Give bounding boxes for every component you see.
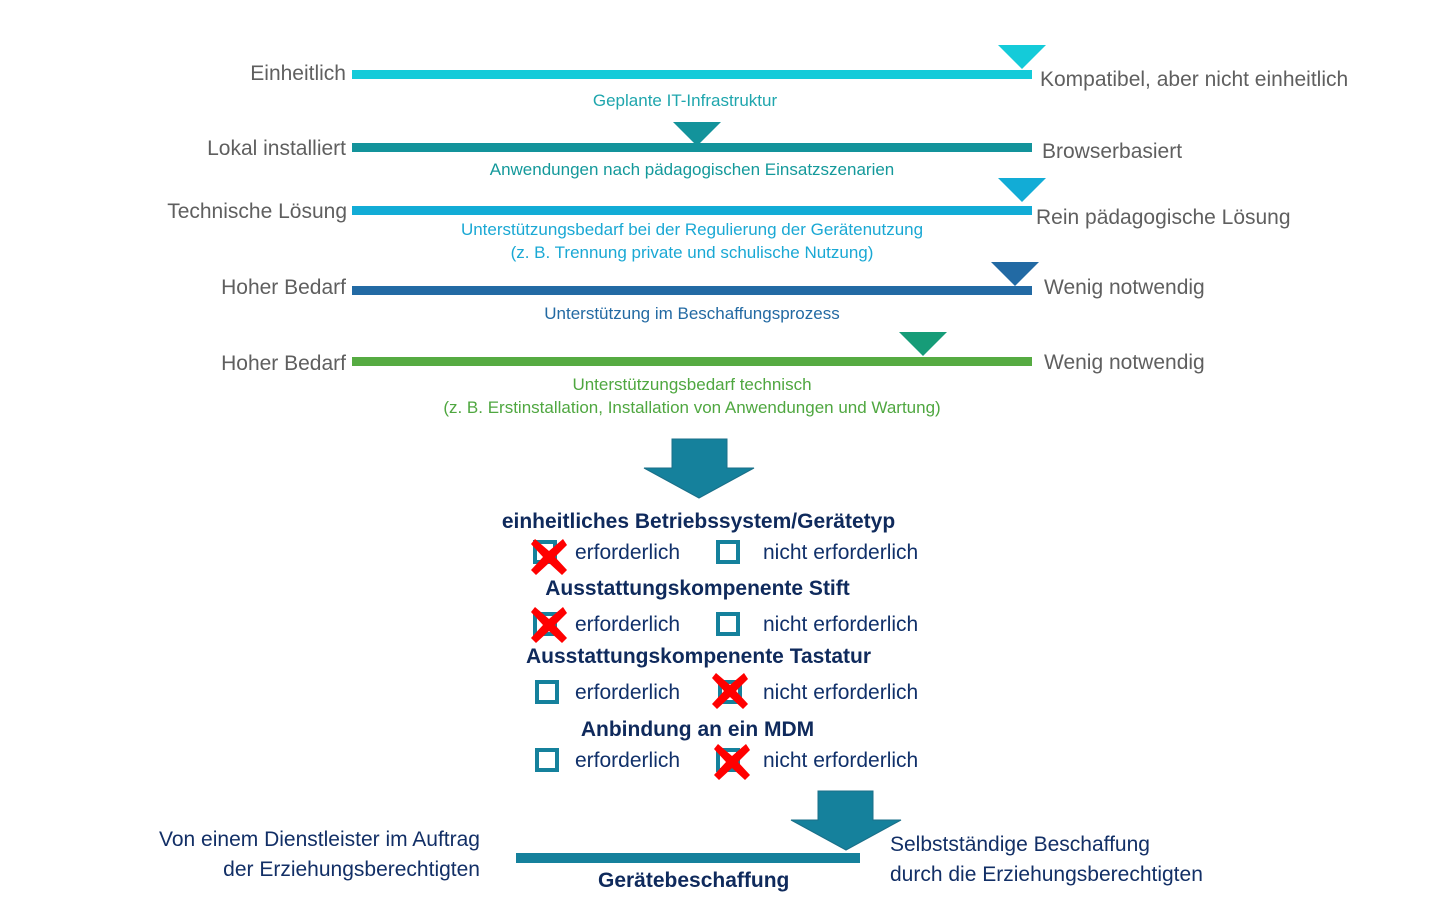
scale-left-label: Lokal installiert: [207, 137, 346, 160]
scale-marker-triangle: [899, 332, 947, 356]
option-required-label: erforderlich: [575, 681, 681, 704]
decision-title: Ausstattungskompenente Stift: [545, 577, 850, 600]
scale-right-label: Browserbasiert: [1042, 140, 1183, 163]
scale-right-label: Kompatibel, aber nicht einheitlich: [1040, 68, 1349, 91]
scale-bar: [352, 286, 1032, 295]
scale-left-label: Hoher Bedarf: [221, 352, 346, 375]
procurement-left-line: der Erziehungsberechtigten: [223, 858, 480, 881]
scale-left-label: Einheitlich: [250, 62, 346, 85]
scale-bar: [352, 206, 1032, 215]
procurement-right-line: Selbstständige Beschaffung: [890, 833, 1150, 856]
scale-marker-triangle: [673, 122, 721, 146]
scale-marker-triangle: [998, 45, 1046, 69]
down-arrow-icon: [643, 438, 755, 499]
scale-caption: Anwendungen nach pädagogischen Einsatzsz…: [352, 158, 1032, 181]
option-not-required-label: nicht erforderlich: [763, 613, 919, 636]
scale-bar: [352, 357, 1032, 366]
scale-marker-triangle: [998, 178, 1046, 202]
scale-caption: Unterstützung im Beschaffungsprozess: [352, 302, 1032, 325]
option-not-required-label: nicht erforderlich: [763, 749, 919, 772]
procurement-left-label: Von einem Dienstleister im Auftrag der E…: [159, 825, 480, 885]
scale-caption-line: Unterstützungsbedarf technisch: [572, 375, 812, 394]
scale-bar: [352, 143, 1032, 152]
procurement-right-label: Selbstständige Beschaffung durch die Erz…: [890, 830, 1203, 890]
option-required-label: erforderlich: [575, 541, 681, 564]
scale-caption-line: (z. B. Trennung private und schulische N…: [510, 243, 874, 262]
scale-left-label: Technische Lösung: [167, 200, 347, 223]
scale-marker-triangle: [991, 262, 1039, 286]
decision-title: Anbindung an ein MDM: [580, 718, 815, 741]
scale-bar: [352, 70, 1032, 79]
cross-mark-icon: [712, 673, 748, 709]
scale-caption: Unterstützungsbedarf bei der Regulierung…: [352, 218, 1032, 264]
scale-caption-line: Geplante IT-Infrastruktur: [592, 91, 778, 110]
scale-caption: Unterstützungsbedarf technisch (z. B. Er…: [352, 373, 1032, 419]
checkbox-not-required[interactable]: [716, 540, 740, 564]
scale-right-label: Wenig notwendig: [1044, 276, 1205, 299]
option-required-label: erforderlich: [575, 749, 681, 772]
checkbox-required[interactable]: [535, 748, 559, 772]
procurement-caption: Gerätebeschaffung: [598, 869, 790, 892]
option-required-label: erforderlich: [575, 613, 681, 636]
scale-caption-line: Anwendungen nach pädagogischen Einsatzsz…: [489, 160, 895, 179]
checkbox-required[interactable]: [535, 680, 559, 704]
scale-right-label: Wenig notwendig: [1044, 351, 1205, 374]
decision-title: einheitliches Betriebssystem/Gerätetyp: [501, 510, 896, 533]
cross-mark-icon: [531, 607, 567, 643]
option-not-required-label: nicht erforderlich: [763, 541, 919, 564]
scale-caption-line: Unterstützung im Beschaffungsprozess: [544, 304, 840, 323]
scale-left-label: Hoher Bedarf: [221, 276, 346, 299]
checkbox-not-required[interactable]: [716, 612, 740, 636]
procurement-left-line: Von einem Dienstleister im Auftrag: [159, 828, 480, 851]
cross-mark-icon: [714, 744, 750, 780]
option-not-required-label: nicht erforderlich: [763, 681, 919, 704]
scale-caption-line: Unterstützungsbedarf bei der Regulierung…: [460, 220, 924, 239]
scale-right-label: Rein pädagogische Lösung: [1036, 206, 1291, 229]
cross-mark-icon: [531, 539, 567, 575]
scale-caption-line: (z. B. Erstinstallation, Installation vo…: [443, 398, 941, 417]
procurement-bar: [516, 853, 860, 863]
procurement-marker-arrow-icon: [790, 790, 902, 851]
scale-caption: Geplante IT-Infrastruktur: [345, 89, 1025, 112]
decision-title: Ausstattungskompenente Tastatur: [526, 645, 871, 668]
procurement-right-line: durch die Erziehungsberechtigten: [890, 863, 1203, 886]
